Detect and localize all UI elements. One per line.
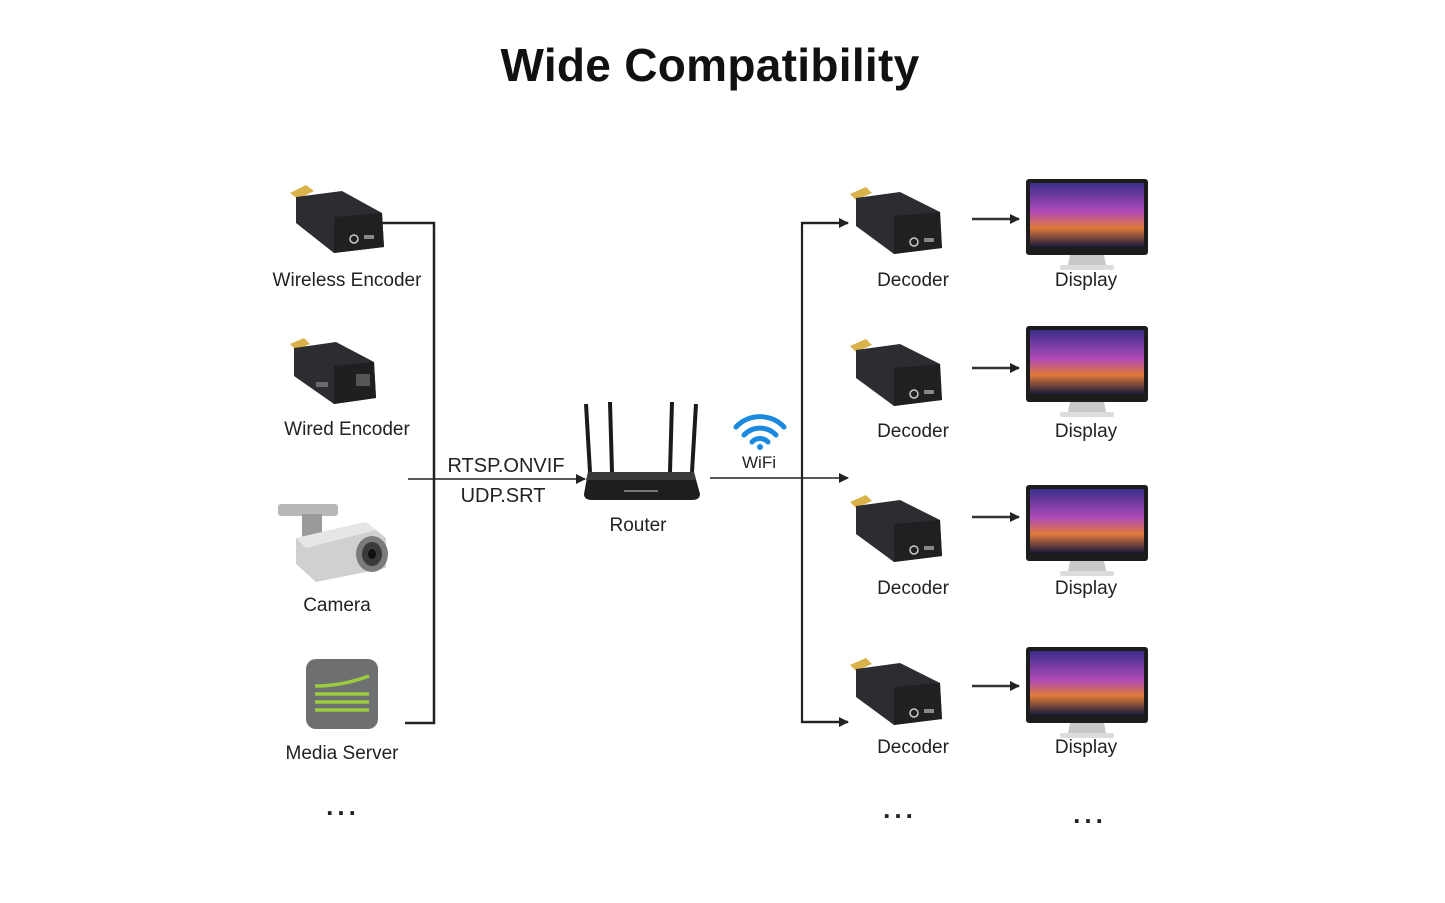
decoder-label: Decoder (877, 737, 949, 758)
display-label: Display (1054, 737, 1118, 758)
wired-encoder-icon (290, 338, 376, 404)
protocol-label-2: UDP.SRT (460, 485, 546, 507)
router-icon (584, 401, 700, 500)
decoder-ellipsis: ... (883, 794, 917, 824)
decoder-label: Decoder (877, 270, 949, 291)
wifi-label: WiFi (742, 453, 776, 472)
source-label: Wireless Encoder (272, 270, 422, 291)
display-icon (1026, 326, 1148, 417)
source-label: Media Server (285, 743, 399, 764)
display-icon (1026, 647, 1148, 738)
display-label: Display (1054, 421, 1118, 442)
decoder-label: Decoder (877, 421, 949, 442)
source-label: Wired Encoder (284, 419, 410, 440)
decoder-icon (850, 495, 942, 562)
decoder-icon (850, 187, 942, 254)
wifi-icon (733, 414, 787, 450)
decoder-bracket (800, 221, 848, 724)
media-server-icon (306, 659, 378, 729)
display-icon (1026, 179, 1148, 270)
decoder-icon (850, 658, 942, 725)
protocol-label-1: RTSP.ONVIF (447, 455, 565, 477)
decoder-label: Decoder (877, 578, 949, 599)
wireless-encoder-icon (290, 185, 384, 253)
display-ellipsis: ... (1073, 799, 1107, 829)
page-title: Wide Compatibility (500, 39, 920, 91)
camera-icon (278, 504, 388, 582)
source-ellipsis: ... (326, 791, 360, 821)
source-label: Camera (303, 595, 371, 616)
router-label: Router (609, 515, 667, 536)
decoder-icon (850, 339, 942, 406)
source-bracket (375, 221, 436, 725)
display-label: Display (1054, 270, 1118, 291)
display-icon (1026, 485, 1148, 576)
display-label: Display (1054, 578, 1118, 599)
